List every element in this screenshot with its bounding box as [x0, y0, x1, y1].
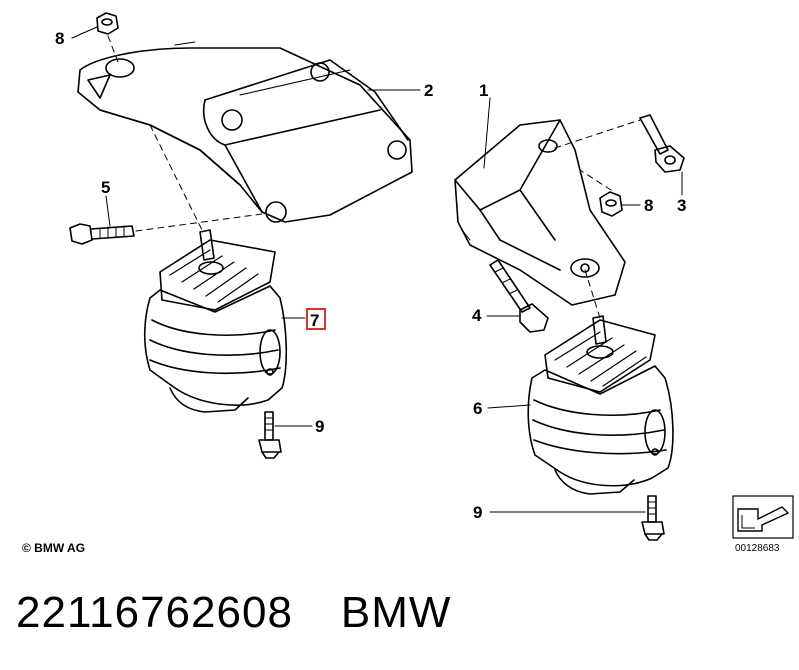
bolt-bottom-left — [258, 411, 282, 459]
brand-name: BMW — [340, 588, 452, 637]
bolt-right-middle — [489, 259, 549, 333]
callout-9-right: 9 — [473, 503, 482, 522]
orientation-arrow-icon — [732, 495, 794, 539]
engine-mount-diagram: 8 2 5 7 9 1 8 3 4 6 9 — [55, 12, 686, 541]
assembly-lines-left — [107, 35, 263, 233]
diagram-id: 00128683 — [735, 543, 780, 554]
callout-8-right: 8 — [644, 196, 653, 215]
assembly-lines-right — [554, 119, 641, 319]
leader-lines — [71, 26, 683, 513]
callout-9-left: 9 — [315, 417, 324, 436]
callout-4: 4 — [472, 306, 482, 325]
callout-7: 7 — [310, 311, 319, 330]
footer-caption: 22116762608 BMW — [16, 588, 499, 638]
copyright-notice: © BMW AG — [22, 541, 86, 555]
engine-mount-left — [143, 229, 288, 413]
bolt-bottom-right — [641, 495, 665, 541]
callout-6: 6 — [473, 399, 482, 418]
nut-right — [599, 191, 623, 217]
engine-bracket-left — [77, 41, 413, 223]
bolt-left — [69, 223, 135, 245]
engine-bracket-right — [454, 119, 626, 306]
callout-5: 5 — [101, 178, 110, 197]
callout-1: 1 — [479, 81, 488, 100]
callout-3: 3 — [677, 196, 686, 215]
engine-mount-right — [527, 315, 674, 495]
bolt-right-top — [639, 114, 685, 173]
part-number: 22116762608 — [16, 588, 293, 637]
nut-left — [96, 12, 119, 35]
callout-8-left: 8 — [55, 29, 64, 48]
callout-2: 2 — [424, 81, 433, 100]
highlighted-callout-box[interactable] — [306, 308, 326, 330]
